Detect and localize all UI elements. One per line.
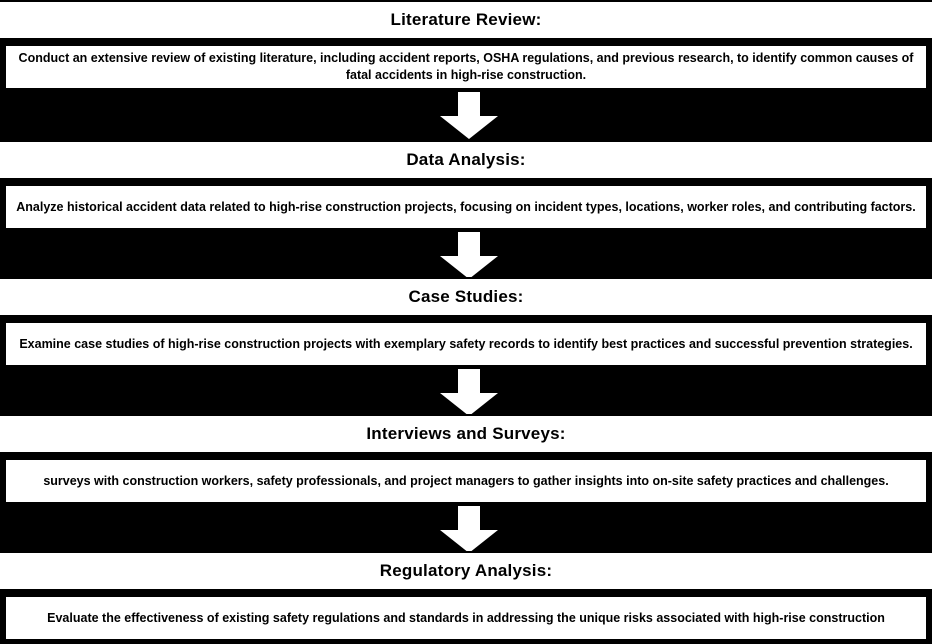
stage-description-box: Examine case studies of high-rise constr… [4, 321, 928, 367]
stage-title-text: Regulatory Analysis: [379, 561, 553, 580]
stage-title-box: Regulatory Analysis: [0, 551, 932, 591]
stage-description-text: Evaluate the effectiveness of existing s… [47, 610, 885, 625]
stage-description-box: surveys with construction workers, safet… [4, 458, 928, 504]
stage-title-text: Data Analysis: [406, 150, 526, 169]
stage-description-box: Analyze historical accident data related… [4, 184, 928, 230]
arrow-down-icon [440, 232, 498, 279]
arrow-down-icon [440, 506, 498, 553]
flow-stage: Data Analysis: Analyze historical accide… [0, 140, 932, 232]
stage-title-text: Literature Review: [390, 10, 542, 29]
connector-arrow-1 [438, 92, 500, 140]
stage-description-text: Analyze historical accident data related… [16, 199, 916, 214]
stage-title-text: Case Studies: [408, 287, 524, 306]
stage-title-box: Interviews and Surveys: [0, 414, 932, 454]
flow-stage: Literature Review: Conduct an extensive … [0, 0, 932, 92]
connector-arrow-4 [438, 506, 500, 554]
stage-description-text: Conduct an extensive review of existing … [18, 51, 914, 82]
stage-description-text: Examine case studies of high-rise constr… [19, 336, 913, 351]
flow-stage: Case Studies: Examine case studies of hi… [0, 277, 932, 369]
stage-title-box: Case Studies: [0, 277, 932, 317]
flow-stage: Regulatory Analysis: Evaluate the effect… [0, 551, 932, 641]
stage-description-text: surveys with construction workers, safet… [43, 473, 889, 488]
arrow-down-icon [440, 369, 498, 416]
stage-description-box: Evaluate the effectiveness of existing s… [4, 595, 928, 641]
connector-arrow-3 [438, 369, 500, 417]
stage-description-box: Conduct an extensive review of existing … [4, 44, 928, 90]
arrow-down-icon [440, 92, 498, 139]
flow-stage: Interviews and Surveys: surveys with con… [0, 414, 932, 506]
stage-title-text: Interviews and Surveys: [366, 424, 566, 443]
connector-arrow-2 [438, 232, 500, 280]
stage-title-box: Literature Review: [0, 0, 932, 40]
stage-title-box: Data Analysis: [0, 140, 932, 180]
